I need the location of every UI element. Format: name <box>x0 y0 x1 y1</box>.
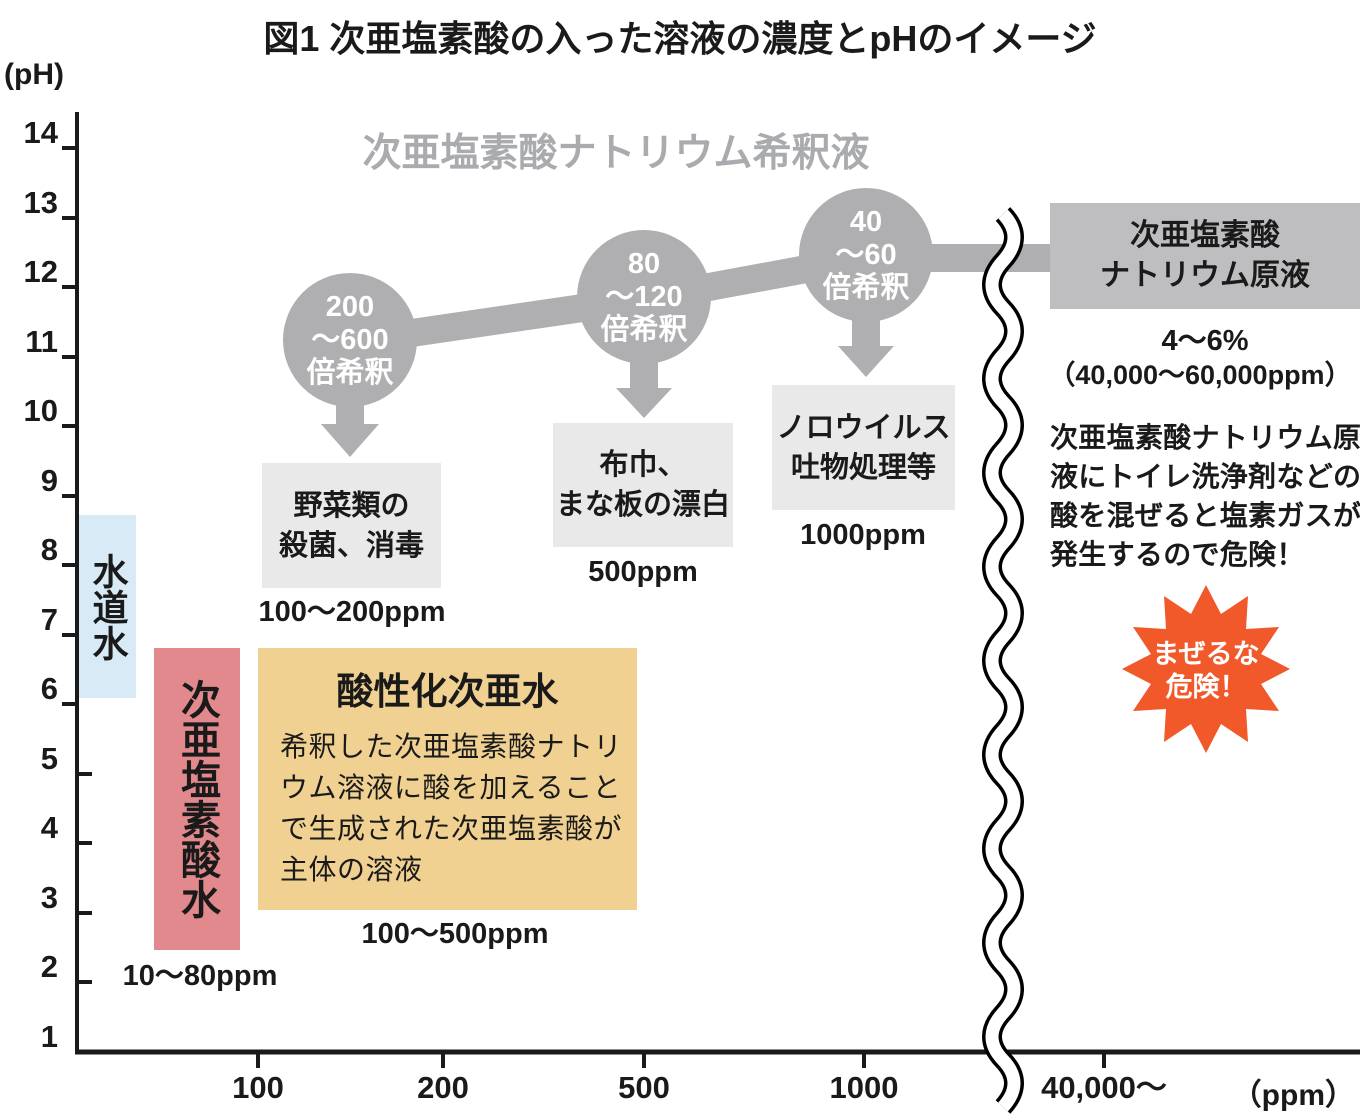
acidified-body-line4: 主体の溶液 <box>280 854 423 885</box>
figure-title: 図1 次亜塩素酸の入った溶液の濃度とpHのイメージ <box>263 18 1097 59</box>
arrow-down-2 <box>616 359 672 418</box>
dilution-circle-1-line2: 〜600 <box>311 323 389 356</box>
stock-solution-box: 次亜塩素酸 ナトリウム原液 <box>1050 203 1360 309</box>
dilution-circle-3: 40 〜60 倍希釈 <box>799 188 933 322</box>
dilution-circle-2: 80 〜120 倍希釈 <box>577 230 711 364</box>
stock-percent: 4〜6% <box>1161 325 1249 357</box>
y-tick-11: 11 <box>25 324 58 359</box>
dilution-circle-3-line1: 40 <box>849 205 883 238</box>
y-tick-2: 2 <box>40 949 58 984</box>
danger-badge-line2: 危険！ <box>1165 672 1247 702</box>
acidified-water-title: 酸性化次亜水 <box>336 671 559 712</box>
dilution-circle-1-line3: 倍希釈 <box>306 356 394 389</box>
x-axis-ticks <box>256 1052 1106 1068</box>
use-box-vegetables-line1: 野菜類の <box>293 489 410 522</box>
x-tick-100: 100 <box>232 1070 284 1105</box>
danger-badge-line1: まぜるな <box>1152 639 1260 669</box>
y-tick-4: 4 <box>40 810 58 845</box>
dilution-circle-1-line1: 200 <box>325 290 375 323</box>
tap-water-box: 水道水 <box>79 515 136 698</box>
axis-break-wave <box>982 207 1024 1114</box>
dilution-band-connector <box>347 244 1090 356</box>
warning-text: 次亜塩素酸ナトリウム原 液にトイレ洗浄剤などの 酸を混ぜると塩素ガスが 発生する… <box>1050 418 1360 574</box>
dilution-circle-2-line3: 倍希釈 <box>600 313 688 346</box>
dilution-circle-1: 200 〜600 倍希釈 <box>283 273 417 407</box>
x-tick-1000: 1000 <box>829 1070 899 1105</box>
acidified-body-line1: 希釈した次亜塩素酸ナトリ <box>280 731 623 762</box>
y-tick-3: 3 <box>40 880 58 915</box>
y-tick-1: 1 <box>40 1019 58 1054</box>
warning-line4: 発生するので危険！ <box>1050 539 1305 570</box>
acidified-water-body: 希釈した次亜塩素酸ナトリ ウム溶液に酸を加えること で生成された次亜塩素酸が 主… <box>280 726 623 890</box>
warning-line2: 液にトイレ洗浄剤などの <box>1050 461 1360 492</box>
y-tick-5: 5 <box>40 741 58 776</box>
x-axis-label: （ppm） <box>1231 1079 1355 1112</box>
danger-badge-text: まぜるな 危険！ <box>1126 638 1286 704</box>
y-tick-9: 9 <box>40 463 58 498</box>
hocl-water-box: 次亜塩素酸水 <box>154 648 240 950</box>
x-tick-40000: 40,000〜 <box>1041 1070 1167 1105</box>
use-box-norovirus: ノロウイルス 吐物処理等 <box>772 385 955 510</box>
hocl-water-ppm: 10〜80ppm <box>122 960 278 992</box>
use-box-norovirus-line2: 吐物処理等 <box>790 451 936 484</box>
use-box-norovirus-line1: ノロウイルス <box>776 411 951 444</box>
dilution-circle-2-line1: 80 <box>627 247 661 280</box>
x-tick-500: 500 <box>618 1070 670 1105</box>
dilution-band-title: 次亜塩素酸ナトリウム希釈液 <box>362 132 870 175</box>
use-ppm-vegetables: 100〜200ppm <box>258 596 446 628</box>
danger-starburst <box>1122 585 1290 753</box>
y-tick-12: 12 <box>23 254 58 289</box>
use-box-bleach-line2: まな板の漂白 <box>555 489 730 521</box>
use-box-bleach-line1: 布巾、 <box>599 449 687 481</box>
y-axis-ticks-lower <box>77 772 92 984</box>
warning-line1: 次亜塩素酸ナトリウム原 <box>1050 422 1360 453</box>
warning-line3: 酸を混ぜると塩素ガスが <box>1050 500 1360 531</box>
use-box-vegetables-line2: 殺菌、消毒 <box>278 529 424 562</box>
arrow-down-1 <box>321 396 379 457</box>
acidified-body-line3: で生成された次亜塩素酸が <box>280 813 623 844</box>
acidified-body-line2: ウム溶液に酸を加えること <box>280 772 622 803</box>
dilution-circle-3-line2: 〜60 <box>835 238 897 271</box>
y-tick-14: 14 <box>23 115 58 150</box>
use-box-vegetables: 野菜類の 殺菌、消毒 <box>262 463 441 588</box>
y-axis-ticks-upper <box>62 146 77 706</box>
y-axis-label: (pH) <box>4 58 64 91</box>
arrow-down-3 <box>838 320 894 377</box>
acidified-water-ppm: 100〜500ppm <box>361 918 549 950</box>
x-tick-200: 200 <box>417 1070 469 1105</box>
tap-water-label: 水道水 <box>87 552 129 661</box>
y-tick-8: 8 <box>40 532 58 567</box>
y-tick-13: 13 <box>23 185 58 220</box>
stock-ppm: （40,000〜60,000ppm） <box>1048 360 1352 390</box>
y-tick-7: 7 <box>40 602 58 637</box>
dilution-circle-2-line2: 〜120 <box>605 280 683 313</box>
use-ppm-bleach: 500ppm <box>588 556 698 588</box>
y-tick-6: 6 <box>40 671 58 706</box>
stock-solution-line1: 次亜塩素酸 <box>1130 219 1280 252</box>
dilution-circle-3-line3: 倍希釈 <box>822 271 910 304</box>
hocl-water-label: 次亜塩素酸水 <box>175 679 219 919</box>
stock-solution-line2: ナトリウム原液 <box>1100 259 1310 292</box>
y-tick-10: 10 <box>23 393 58 428</box>
use-ppm-norovirus: 1000ppm <box>800 519 926 551</box>
acidified-water-box: 酸性化次亜水 希釈した次亜塩素酸ナトリ ウム溶液に酸を加えること で生成された次… <box>258 648 637 910</box>
use-box-bleach: 布巾、 まな板の漂白 <box>553 423 733 547</box>
